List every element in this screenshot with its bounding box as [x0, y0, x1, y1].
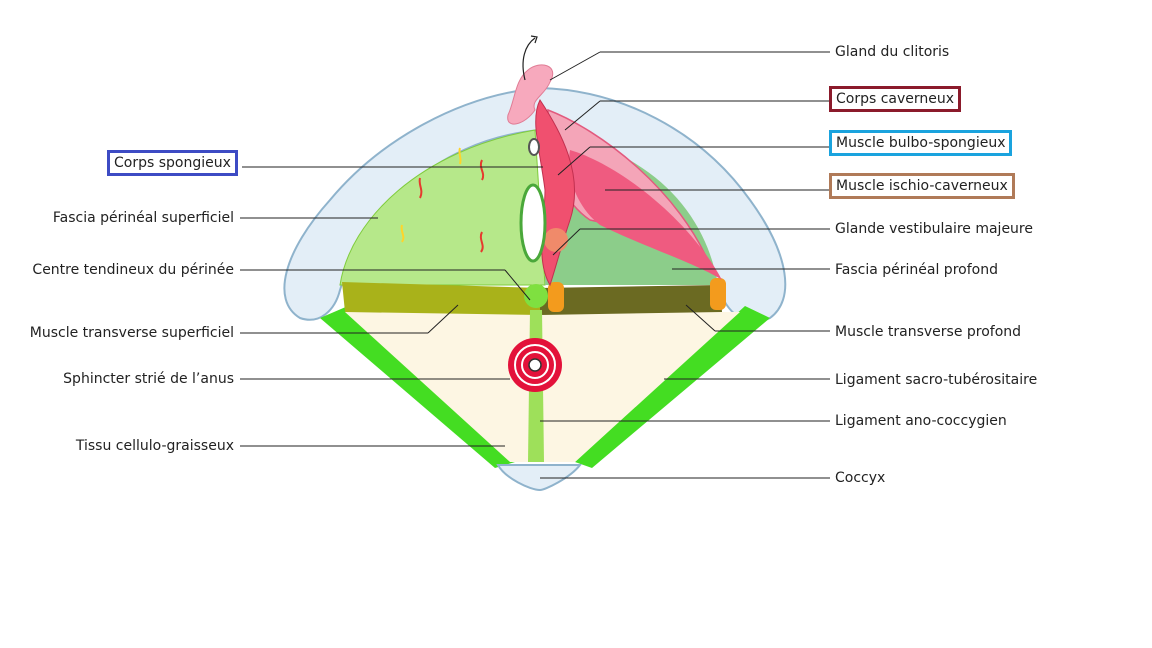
- label-sphincter-strie: Sphincter strié de l’anus: [63, 371, 234, 387]
- label-ligament-ano-coccygien: Ligament ano-coccygien: [835, 413, 1007, 429]
- ligament-right: [575, 306, 770, 468]
- coccyx-shape: [496, 464, 583, 492]
- ischio-caverneux-shape: [569, 150, 722, 280]
- label-centre-tendineux: Centre tendineux du périnée: [32, 262, 234, 278]
- label-coccyx: Coccyx: [835, 470, 886, 486]
- label-corps-spongieux: Corps spongieux: [107, 150, 238, 176]
- label-tissu-cellulo-graisseux: Tissu cellulo-graisseux: [75, 438, 234, 454]
- label-fascia-perineal-profond: Fascia périnéal profond: [835, 262, 998, 278]
- label-gland-du-clitoris: Gland du clitoris: [835, 44, 950, 60]
- label-fascia-perineal-superficiel: Fascia périnéal superficiel: [52, 210, 234, 226]
- ligament-left: [320, 306, 515, 468]
- transverse-superficial: [342, 282, 540, 315]
- label-muscle-transverse-superficiel: Muscle transverse superficiel: [29, 325, 234, 341]
- label-corps-caverneux: Corps caverneux: [829, 86, 962, 112]
- superficial-fascia: [339, 129, 546, 286]
- label-muscle-ischio-caverneux: Muscle ischio-caverneux: [829, 173, 1015, 199]
- vestibular-gland: [544, 228, 568, 252]
- vaginal-opening: [519, 183, 547, 263]
- label-muscle-transverse-profond: Muscle transverse profond: [835, 324, 1022, 340]
- transverse-deep: [540, 285, 722, 315]
- tendon-left: [548, 282, 564, 312]
- label-ligament-sacro-tuberositaire: Ligament sacro-tubérositaire: [835, 372, 1038, 388]
- urethral-opening: [528, 138, 540, 156]
- label-muscle-bulbo-spongieux: Muscle bulbo-spongieux: [829, 130, 1013, 156]
- glans-shape: [507, 64, 553, 125]
- label-glande-vestibulaire-majeure: Glande vestibulaire majeure: [835, 221, 1033, 237]
- perineal-body: [524, 284, 548, 308]
- tendon-right: [710, 278, 726, 310]
